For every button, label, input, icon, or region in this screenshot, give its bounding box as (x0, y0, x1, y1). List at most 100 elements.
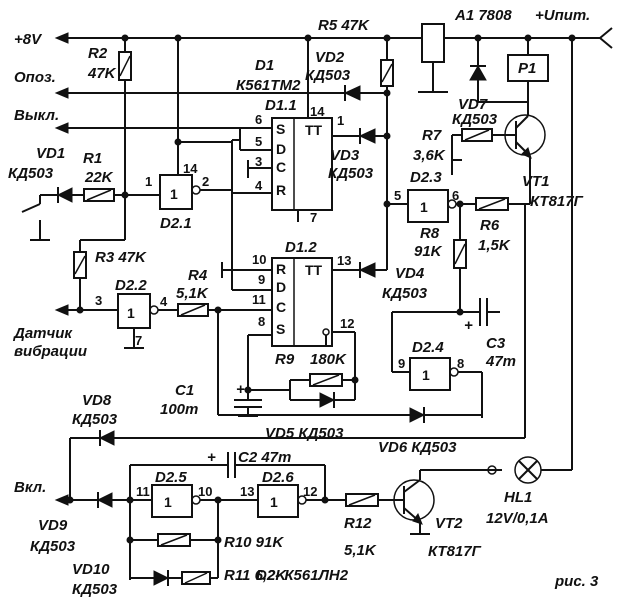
vd9-label: VD9 (38, 517, 68, 534)
c1-plus: + (236, 381, 245, 398)
capacitor-c1: + C1 100m (160, 381, 262, 418)
capacitor-c2: + C2 47m (129, 449, 326, 580)
d1-2-pin-s: S (276, 321, 285, 337)
d2-1-pin14: 14 (183, 161, 198, 176)
sensor-label-1: Датчик (12, 325, 73, 342)
r12-value: 5,1K (344, 542, 377, 559)
vkl-line: Вкл. VD9 КД503 (14, 479, 130, 555)
vd10-type: КД503 (72, 581, 118, 598)
d1-2-pin13: 13 (337, 253, 351, 268)
d2-5-pin11: 11 (136, 484, 150, 499)
r3-label: R3 47K (95, 249, 147, 266)
resistor-r3: R3 47K (73, 195, 147, 314)
d2-2-pin7: 7 (135, 333, 142, 348)
c1-label: C1 (175, 382, 194, 399)
regulator-a1: A1 7808 (418, 7, 512, 93)
r7-label: R7 (422, 127, 442, 144)
vd1-label: VD1 (36, 145, 65, 162)
d2-4-pin8: 8 (457, 356, 464, 371)
d1-2-tt: TT (305, 262, 323, 278)
d2-4-pin9: 9 (398, 356, 405, 371)
r6-value: 1,5K (478, 237, 511, 254)
opoz-label: Опоз. (14, 69, 56, 86)
d1-2-pin-d: D (276, 279, 286, 295)
vd8-type: КД503 (72, 411, 118, 428)
d2-6-symbol: 1 (270, 494, 278, 510)
d2-4-symbol: 1 (422, 367, 430, 383)
vd9-type: КД503 (30, 538, 76, 555)
d1-2-pin-r: R (276, 261, 286, 277)
vd7-type: КД503 (452, 111, 498, 128)
r9-value: 180K (310, 351, 347, 368)
lamp-label: HL1 (504, 489, 532, 506)
relay-p1-block: P1 VD7 (458, 34, 549, 113)
vykl-label: Выкл. (14, 107, 59, 124)
r8-label: R8 (420, 225, 440, 242)
d2-1-symbol: 1 (170, 186, 178, 202)
d2-2-pin4: 4 (160, 294, 168, 309)
d1-2-pin9: 9 (258, 272, 265, 287)
r11-label: R11 6,2K (224, 567, 287, 584)
d1-1-pin-d: D (276, 141, 286, 157)
vt1-label: VT1 (522, 173, 550, 190)
c2-plus: + (207, 449, 216, 466)
resistor-r7: R7 3,6K КД503 (413, 111, 498, 175)
r10-label: R10 91K (224, 534, 284, 551)
c3-plus: + (464, 317, 473, 334)
plus8v-rail: +8V (14, 31, 572, 48)
d2-3-pin6: 6 (452, 188, 459, 203)
d2-5-label: D2.5 (155, 469, 187, 486)
vd5-label: VD5 КД503 (265, 425, 344, 442)
vykl-line: Выкл. (14, 107, 240, 134)
r12-label: R12 (344, 515, 372, 532)
r9-label: R9 (275, 351, 295, 368)
sensor-d2-2: Датчик вибрации 3 1 D2.2 4 7 R4 5,1K (12, 267, 272, 415)
r4-value: 5,1K (176, 285, 209, 302)
d1-1-pin-c: C (276, 159, 286, 175)
d1-2-pin-c: C (276, 299, 286, 315)
d1-1-pin5: 5 (255, 134, 262, 149)
d2-6-label: D2.6 (262, 469, 294, 486)
d1-1-pin1: 1 (337, 113, 344, 128)
r8-value: 91K (414, 243, 443, 260)
d2-3-symbol: 1 (420, 199, 428, 215)
r9-block: R9 180K (244, 351, 359, 408)
r7-value: 3,6K (413, 147, 446, 164)
d2-1-label: D2.1 (160, 215, 192, 232)
d1-1-pin7: 7 (310, 210, 317, 225)
vd4-label: VD4 (395, 265, 425, 282)
d1-1-pin3: 3 (255, 154, 262, 169)
d2-3-pin5: 5 (394, 188, 401, 203)
d2-1-pin1: 1 (145, 174, 152, 189)
d1-2-pin12: 12 (340, 316, 354, 331)
d2-3-label: D2.3 (410, 169, 442, 186)
diode-vd8: VD8 КД503 (69, 204, 526, 500)
sensor-label-2: вибрации (14, 343, 87, 360)
r5-label: R5 47K (318, 17, 370, 34)
d1-1-tt: TT (305, 122, 323, 138)
vd8-label: VD8 (82, 392, 112, 409)
d2-5-pin10: 10 (198, 484, 212, 499)
resistor-r8: R8 91K (414, 204, 467, 312)
transistor-vt1: VT1 КТ817Г (492, 112, 584, 210)
d2-5-symbol: 1 (164, 494, 172, 510)
r6-label: R6 (480, 217, 500, 234)
vkl-label: Вкл. (14, 479, 46, 496)
capacitor-c3: + C3 47m (391, 298, 516, 372)
d1-1-pin-s: S (276, 121, 285, 137)
inverter-d2-3: 1 D2.3 5 6 R6 1,5K (383, 159, 531, 254)
vt1-type: КТ817Г (530, 193, 584, 210)
d2-6-pin13: 13 (240, 484, 254, 499)
plus8v-label: +8V (14, 31, 43, 48)
d1-1-pin6: 6 (255, 112, 262, 127)
vd1-r1-switch: VD1 КД503 R1 22K (8, 145, 125, 241)
upit-label: +Uпит. (535, 7, 590, 24)
inverter-d2-6: 1 D2.6 13 12 (240, 469, 346, 518)
d2-note: D2- К561ЛН2 (256, 567, 349, 584)
vd1-type: КД503 (8, 165, 54, 182)
d2-1-pin2: 2 (202, 174, 209, 189)
d1-label: D1 (255, 57, 274, 74)
r10-r11-vd10: R10 91K R11 6,2K VD10 КД503 (72, 500, 287, 598)
vd7-label: VD7 (458, 96, 488, 113)
